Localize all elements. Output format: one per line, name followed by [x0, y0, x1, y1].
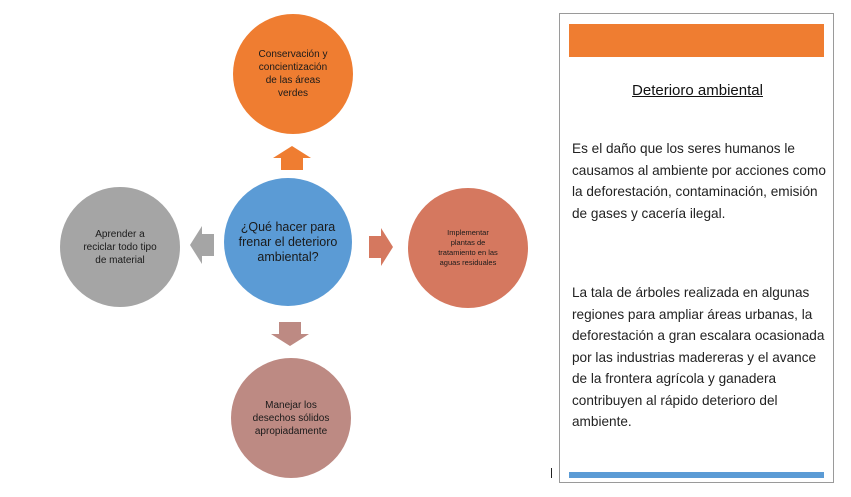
arrow-left-icon	[190, 226, 214, 264]
node-conservation: Conservación y concientización de las ár…	[233, 14, 353, 134]
node-water-treatment: Implementar plantas de tratamiento en la…	[408, 188, 528, 308]
text-cursor	[551, 468, 552, 478]
arrow-right-icon	[369, 228, 393, 266]
node-center-question: ¿Qué hacer para frenar el deterioro ambi…	[224, 178, 352, 306]
arrow-up-icon	[273, 146, 311, 170]
node-solid-waste: Manejar los desechos sólidos apropiadame…	[231, 358, 351, 478]
card-header-bar	[569, 24, 824, 57]
card-footer-bar	[569, 472, 824, 478]
node-recycle: Aprender a reciclar todo tipo de materia…	[60, 187, 180, 307]
card-paragraph-causes: La tala de árboles realizada en algunas …	[572, 285, 825, 429]
card-paragraph-definition: Es el daño que los seres humanos le caus…	[572, 141, 826, 221]
arrow-down-icon	[271, 322, 309, 346]
info-card: Deterioro ambiental Es el daño que los s…	[559, 13, 834, 483]
card-title: Deterioro ambiental	[632, 82, 763, 99]
